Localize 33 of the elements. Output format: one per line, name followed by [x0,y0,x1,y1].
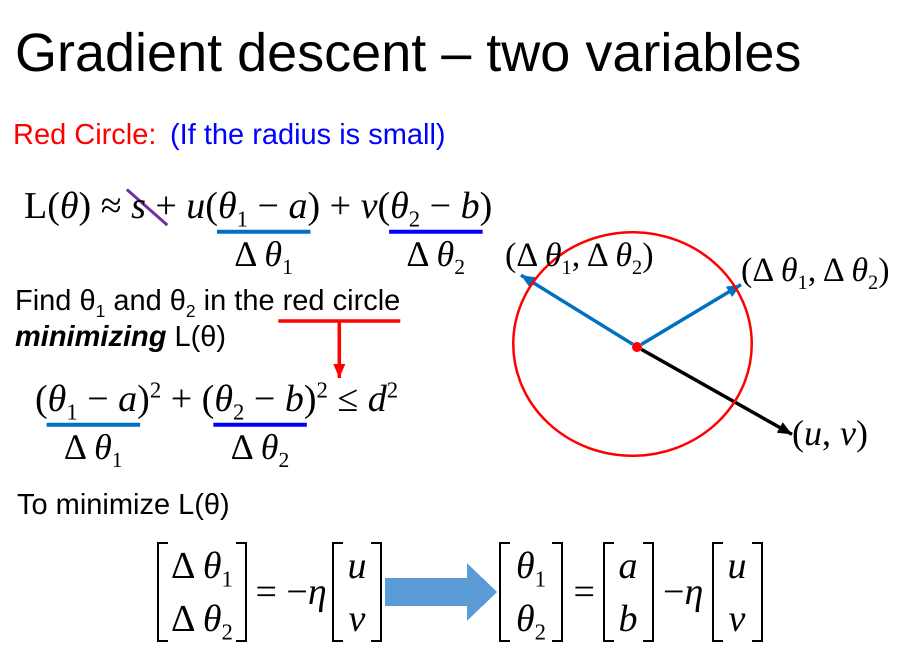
note-text: (If the radius is small) [170,119,446,152]
block-arrow [385,563,497,621]
operator-text: = [574,571,595,615]
matrix-entry: u [348,545,366,589]
matrix-entry: a [618,545,638,589]
formula-text: L(θ) ≈ s + u(θ$_{1}$ − a) + v(θ$_{2}$ − b) [24,185,492,229]
matrix-entry: u [728,545,746,589]
annotation-text: Δ θ$_{2}$ [230,426,290,468]
matrix-entry: Δ θ$_{2}$ [171,598,233,642]
arrow [520,274,634,346]
matrix-equation [155,541,385,643]
matrix-entry: b [618,598,638,642]
inequality-formula: (θ$_{1}$ − a)$^{2}$ + (θ$_{2}$ − b)$^{2}$ ≤ d$^{2}$ [35,378,398,422]
arrow [640,283,742,346]
section-label: Red Circle: [13,119,156,152]
center-dot-icon [632,342,642,352]
matrix-entry: θ$_{1}$ [516,545,546,589]
annotation-text: Δ θ$_{2}$ [406,234,465,276]
operator-text: = −η [256,571,327,615]
operator-text: −η [663,571,704,615]
vector-label: (u, v) [792,413,868,454]
instruction-text: To minimize L(θ) [17,489,230,522]
vector-label: (Δ θ$_{1}$, Δ θ$_{2}$) [741,251,890,290]
matrix-entry: θ$_{2}$ [516,598,546,642]
matrix-entry: v [348,598,366,642]
instruction-text: Find θ$_{1}$ and θ$_{2}$ in the red circle minimizing L(θ) [15,283,475,355]
annotation-text: Δ θ$_{1}$ [234,234,293,276]
arrow [640,348,793,436]
matrix-entry: Δ θ$_{1}$ [171,545,233,589]
matrix-entry: v [728,598,746,642]
arrow [276,319,402,380]
slide-title: Gradient descent – two variables [15,22,802,84]
annotation-text: Δ θ$_{1}$ [64,426,123,468]
